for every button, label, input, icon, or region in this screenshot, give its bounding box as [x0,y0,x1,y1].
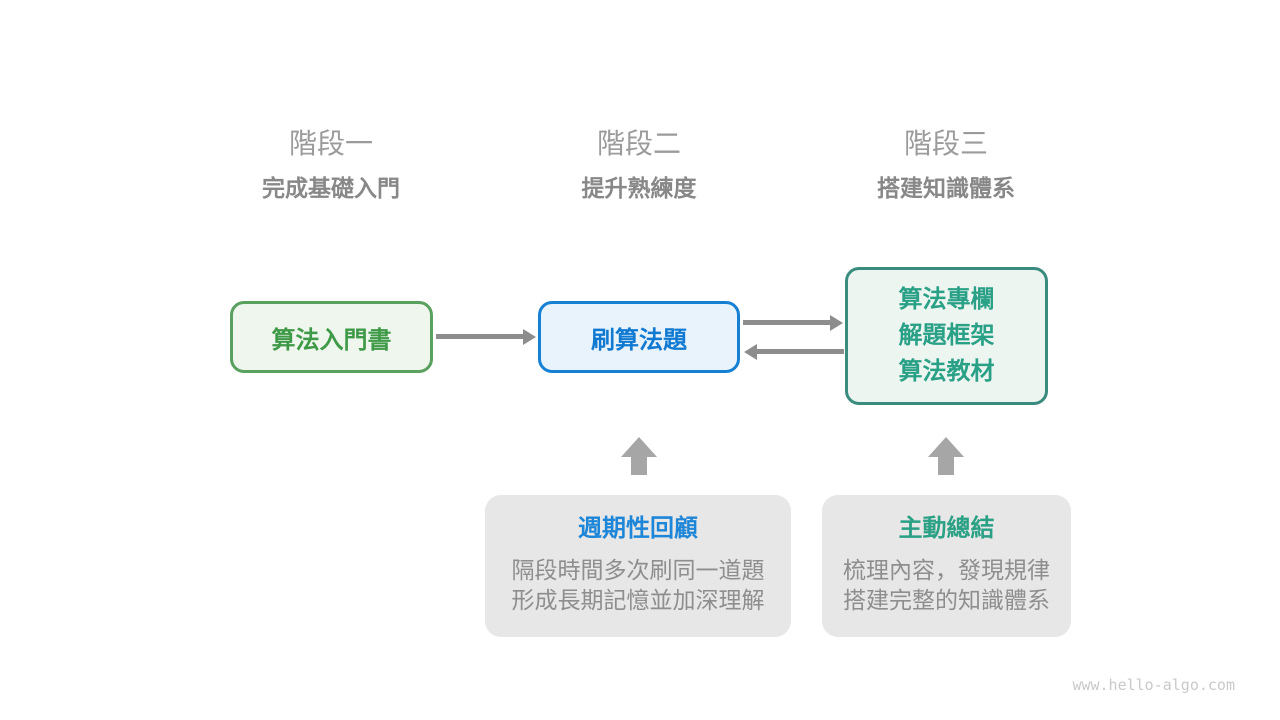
arrow-head [523,329,536,345]
stage-1-header: 階段一 完成基礎入門 [171,128,491,201]
arrow-stage3-to-stage2-icon [744,344,844,360]
up-arrow-stem [938,457,954,475]
stage-3-title: 階段三 [903,128,988,159]
arrow-stage2-to-stage3-icon [743,315,843,331]
node-advanced-resources: 算法專欄 解題框架 算法教材 [845,267,1048,405]
note-active-summary: 主動總結 梳理內容，發現規律 搭建完整的知識體系 [822,495,1071,637]
arrow-shaft [436,334,525,339]
node-advanced-resources-line-2: 解題框架 [898,322,995,349]
node-intro-book: 算法入門書 [230,301,433,373]
up-arrow-stem [631,457,647,475]
node-advanced-resources-line-3: 算法教材 [898,358,995,385]
stage-3-header: 階段三 搭建知識體系 [786,128,1106,201]
up-arrow-summary-icon [928,437,964,475]
stage-3-subtitle: 搭建知識體系 [877,175,1015,201]
node-practice-problems: 刷算法題 [538,301,740,373]
watermark: www.hello-algo.com [1072,676,1235,694]
note-periodic-review-title: 週期性回顧 [578,515,698,542]
stage-2-title: 階段二 [596,128,681,159]
arrow-head [830,315,843,331]
note-periodic-review-desc: 隔段時間多次刷同一道題 形成長期記憶並加深理解 [485,555,791,615]
note-periodic-review-desc-line-1: 隔段時間多次刷同一道題 [511,557,765,583]
stage-1-title: 階段一 [288,128,373,159]
note-active-summary-desc-line-2: 搭建完整的知識體系 [843,587,1050,613]
node-intro-book-label: 算法入門書 [271,326,392,354]
up-arrow-head [928,437,964,457]
note-periodic-review-desc-line-2: 形成長期記憶並加深理解 [511,587,765,613]
note-periodic-review: 週期性回顧 隔段時間多次刷同一道題 形成長期記憶並加深理解 [485,495,791,637]
node-practice-problems-label: 刷算法題 [591,326,687,354]
up-arrow-head [621,437,657,457]
node-advanced-resources-line-1: 算法專欄 [898,286,995,313]
note-active-summary-desc: 梳理內容，發現規律 搭建完整的知識體系 [822,555,1071,615]
note-active-summary-title: 主動總結 [898,515,995,542]
up-arrow-review-icon [621,437,657,475]
arrow-head [744,344,757,360]
stage-2-subtitle: 提升熟練度 [581,175,697,201]
arrow-shaft [755,349,844,354]
stage-1-subtitle: 完成基礎入門 [262,175,400,201]
stage-2-header: 階段二 提升熟練度 [479,128,799,201]
arrow-stage1-to-stage2-icon [436,329,536,345]
note-active-summary-desc-line-1: 梳理內容，發現規律 [843,557,1050,583]
arrow-shaft [743,320,832,325]
